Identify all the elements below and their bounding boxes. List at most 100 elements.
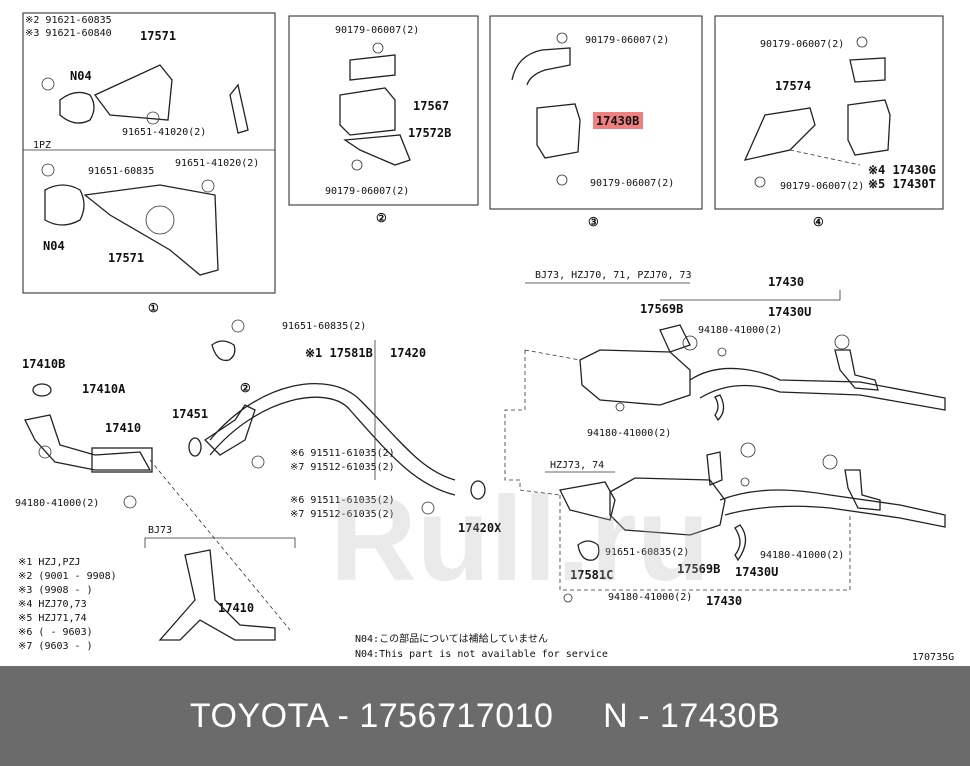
bolt-91651-60835-label: 91651-60835 — [88, 166, 154, 177]
part-17430g: ※4 17430G — [868, 163, 936, 177]
mount-17430b — [536, 103, 581, 159]
connection-dashed-line — [559, 495, 851, 591]
part-17567: 17567 — [413, 99, 449, 113]
hanger-17430u — [714, 394, 725, 422]
legend-4: ※4 HZJ70,73 — [18, 599, 87, 610]
nut-94180-d-label: 94180-41000(2) — [760, 550, 844, 561]
hanger-4 — [834, 349, 879, 391]
note-2: ※2 91621-60835 — [25, 15, 112, 26]
exhaust-pipe-17420-edge — [209, 396, 456, 496]
part-17420: 17420 — [390, 346, 426, 360]
panel-2-number: ② — [376, 211, 387, 225]
bolt-icon — [231, 319, 245, 333]
gasket-17410b — [32, 383, 52, 397]
model-bj73-hzj70: BJ73, HZJ70, 71, PZJ70, 73 — [535, 270, 692, 281]
legend-6: ※6 ( - 9603) — [18, 627, 93, 638]
leader-line — [660, 290, 841, 301]
nut-94180-b-label: 94180-41000(2) — [698, 325, 782, 336]
mount-insulator-bottom — [44, 184, 85, 226]
part-17572b: 17572B — [408, 126, 451, 140]
footer-part-title: TOYOTA - 1756717010 N - 17430B — [189, 696, 781, 735]
bolt-icon — [251, 455, 265, 469]
bolt-91651-60835-label: 91651-60835(2) — [282, 321, 366, 332]
nut-icon — [556, 174, 568, 186]
bolt-91651-60835-b-label: 91651-60835(2) — [605, 547, 689, 558]
detail-panel-4: 90179-06007(2) 17574 ※4 17430G 90179-060… — [714, 15, 944, 229]
nut-icon — [563, 593, 573, 603]
note-3: ※3 91621-60840 — [25, 28, 112, 39]
mount-bracket — [203, 404, 256, 456]
bolt-icon — [421, 501, 435, 515]
part-17569b-2: 17569B — [677, 562, 720, 576]
callout-3-icon — [682, 335, 698, 351]
front-pipe-17410 — [24, 414, 152, 471]
part-17410b: 17410B — [22, 357, 65, 371]
gasket-17420x — [470, 480, 486, 500]
legend-3: ※3 (9908 - ) — [18, 585, 93, 596]
callout-3-icon — [740, 442, 756, 458]
part-17430t: ※5 17430T — [868, 177, 936, 191]
part-17571-bottom: 17571 — [108, 251, 144, 265]
part-17430b: 17430B — [596, 114, 639, 128]
panel-3-number: ③ — [588, 215, 599, 229]
bracket-17572b — [343, 134, 411, 166]
note-en: N04:This part is not available for servi… — [355, 649, 608, 660]
bracket-top — [349, 54, 396, 81]
detail-panel-2: 90179-06007(2) 17567 17572B 90179-06007(… — [288, 15, 479, 225]
bolt-icon — [146, 111, 160, 125]
nut-bottom-label: 90179-06007(2) — [590, 178, 674, 189]
mount-insulator-top — [59, 91, 95, 124]
footer-bar: TOYOTA - 1756717010 N - 17430B — [0, 666, 970, 766]
bj73-label: BJ73 — [148, 525, 172, 536]
n04-top: N04 — [70, 69, 92, 83]
diagram-id: 170735G — [912, 652, 954, 663]
mount-17430g — [847, 99, 891, 156]
note-7b: ※7 91512-61035(2) — [290, 509, 395, 520]
nut-icon — [856, 36, 868, 48]
detail-panel-1: ※2 91621-60835 ※3 91621-60840 17571 N04 … — [22, 12, 276, 315]
mount-17567 — [339, 87, 396, 136]
nut-bottom-label: 90179-06007(2) — [780, 181, 864, 192]
part-17410: 17410 — [105, 421, 141, 435]
bolt-icon — [41, 163, 55, 177]
nut-icon — [556, 32, 568, 44]
n04-bottom: N04 — [43, 239, 65, 253]
tailpipe-17430 — [689, 367, 946, 411]
bracket-17571-top — [93, 64, 173, 121]
gasket-17581c — [577, 540, 600, 561]
part-17420x: 17420X — [458, 521, 502, 535]
leader-line — [149, 459, 291, 631]
nut-94180-e-label: 94180-41000(2) — [608, 592, 692, 603]
exhaust-pipe-17420 — [209, 382, 456, 481]
connection-dashed-line — [504, 350, 561, 496]
detail-panel-3: 90179-06007(2) 17430B 90179-06007(2) ③ — [489, 15, 703, 229]
part-17430-bottom: 17430 — [706, 594, 742, 608]
part-17430u-2: 17430U — [735, 565, 778, 579]
bolt-icon — [41, 77, 55, 91]
hanger-bracket — [849, 57, 886, 83]
hanger-4-lower — [844, 469, 881, 511]
nut-top-label: 90179-06007(2) — [760, 39, 844, 50]
panel-4-number: ④ — [813, 215, 824, 229]
part-17430u: 17430U — [768, 305, 811, 319]
nut-icon — [717, 347, 727, 357]
bracket-17569b — [659, 324, 691, 353]
bracket-17571-bottom — [83, 184, 219, 276]
nut-icon — [372, 42, 384, 54]
part-17574: 17574 — [775, 79, 811, 93]
ref-2: ② — [240, 381, 251, 395]
note-6a: ※6 91511-61035(2) — [290, 448, 395, 459]
part-17430-top: 17430 — [768, 275, 804, 289]
part-17451: 17451 — [172, 407, 208, 421]
legend-5: ※5 HZJ71,74 — [18, 613, 87, 624]
watermark-logo: Rull.ru — [330, 472, 710, 606]
legend-1: ※1 HZJ,PZJ — [18, 557, 81, 568]
exhaust-parts-diagram: ※2 91621-60835 ※3 91621-60840 17571 N04 … — [15, 12, 954, 663]
muffler-17430-lower — [609, 477, 726, 536]
note-jp: N04:この部品については補給していません — [355, 632, 548, 645]
callout-4-icon — [822, 454, 838, 470]
hanger-17430u-lower — [734, 524, 747, 562]
front-connector — [559, 481, 616, 521]
arrow-bracket-icon — [229, 83, 249, 134]
